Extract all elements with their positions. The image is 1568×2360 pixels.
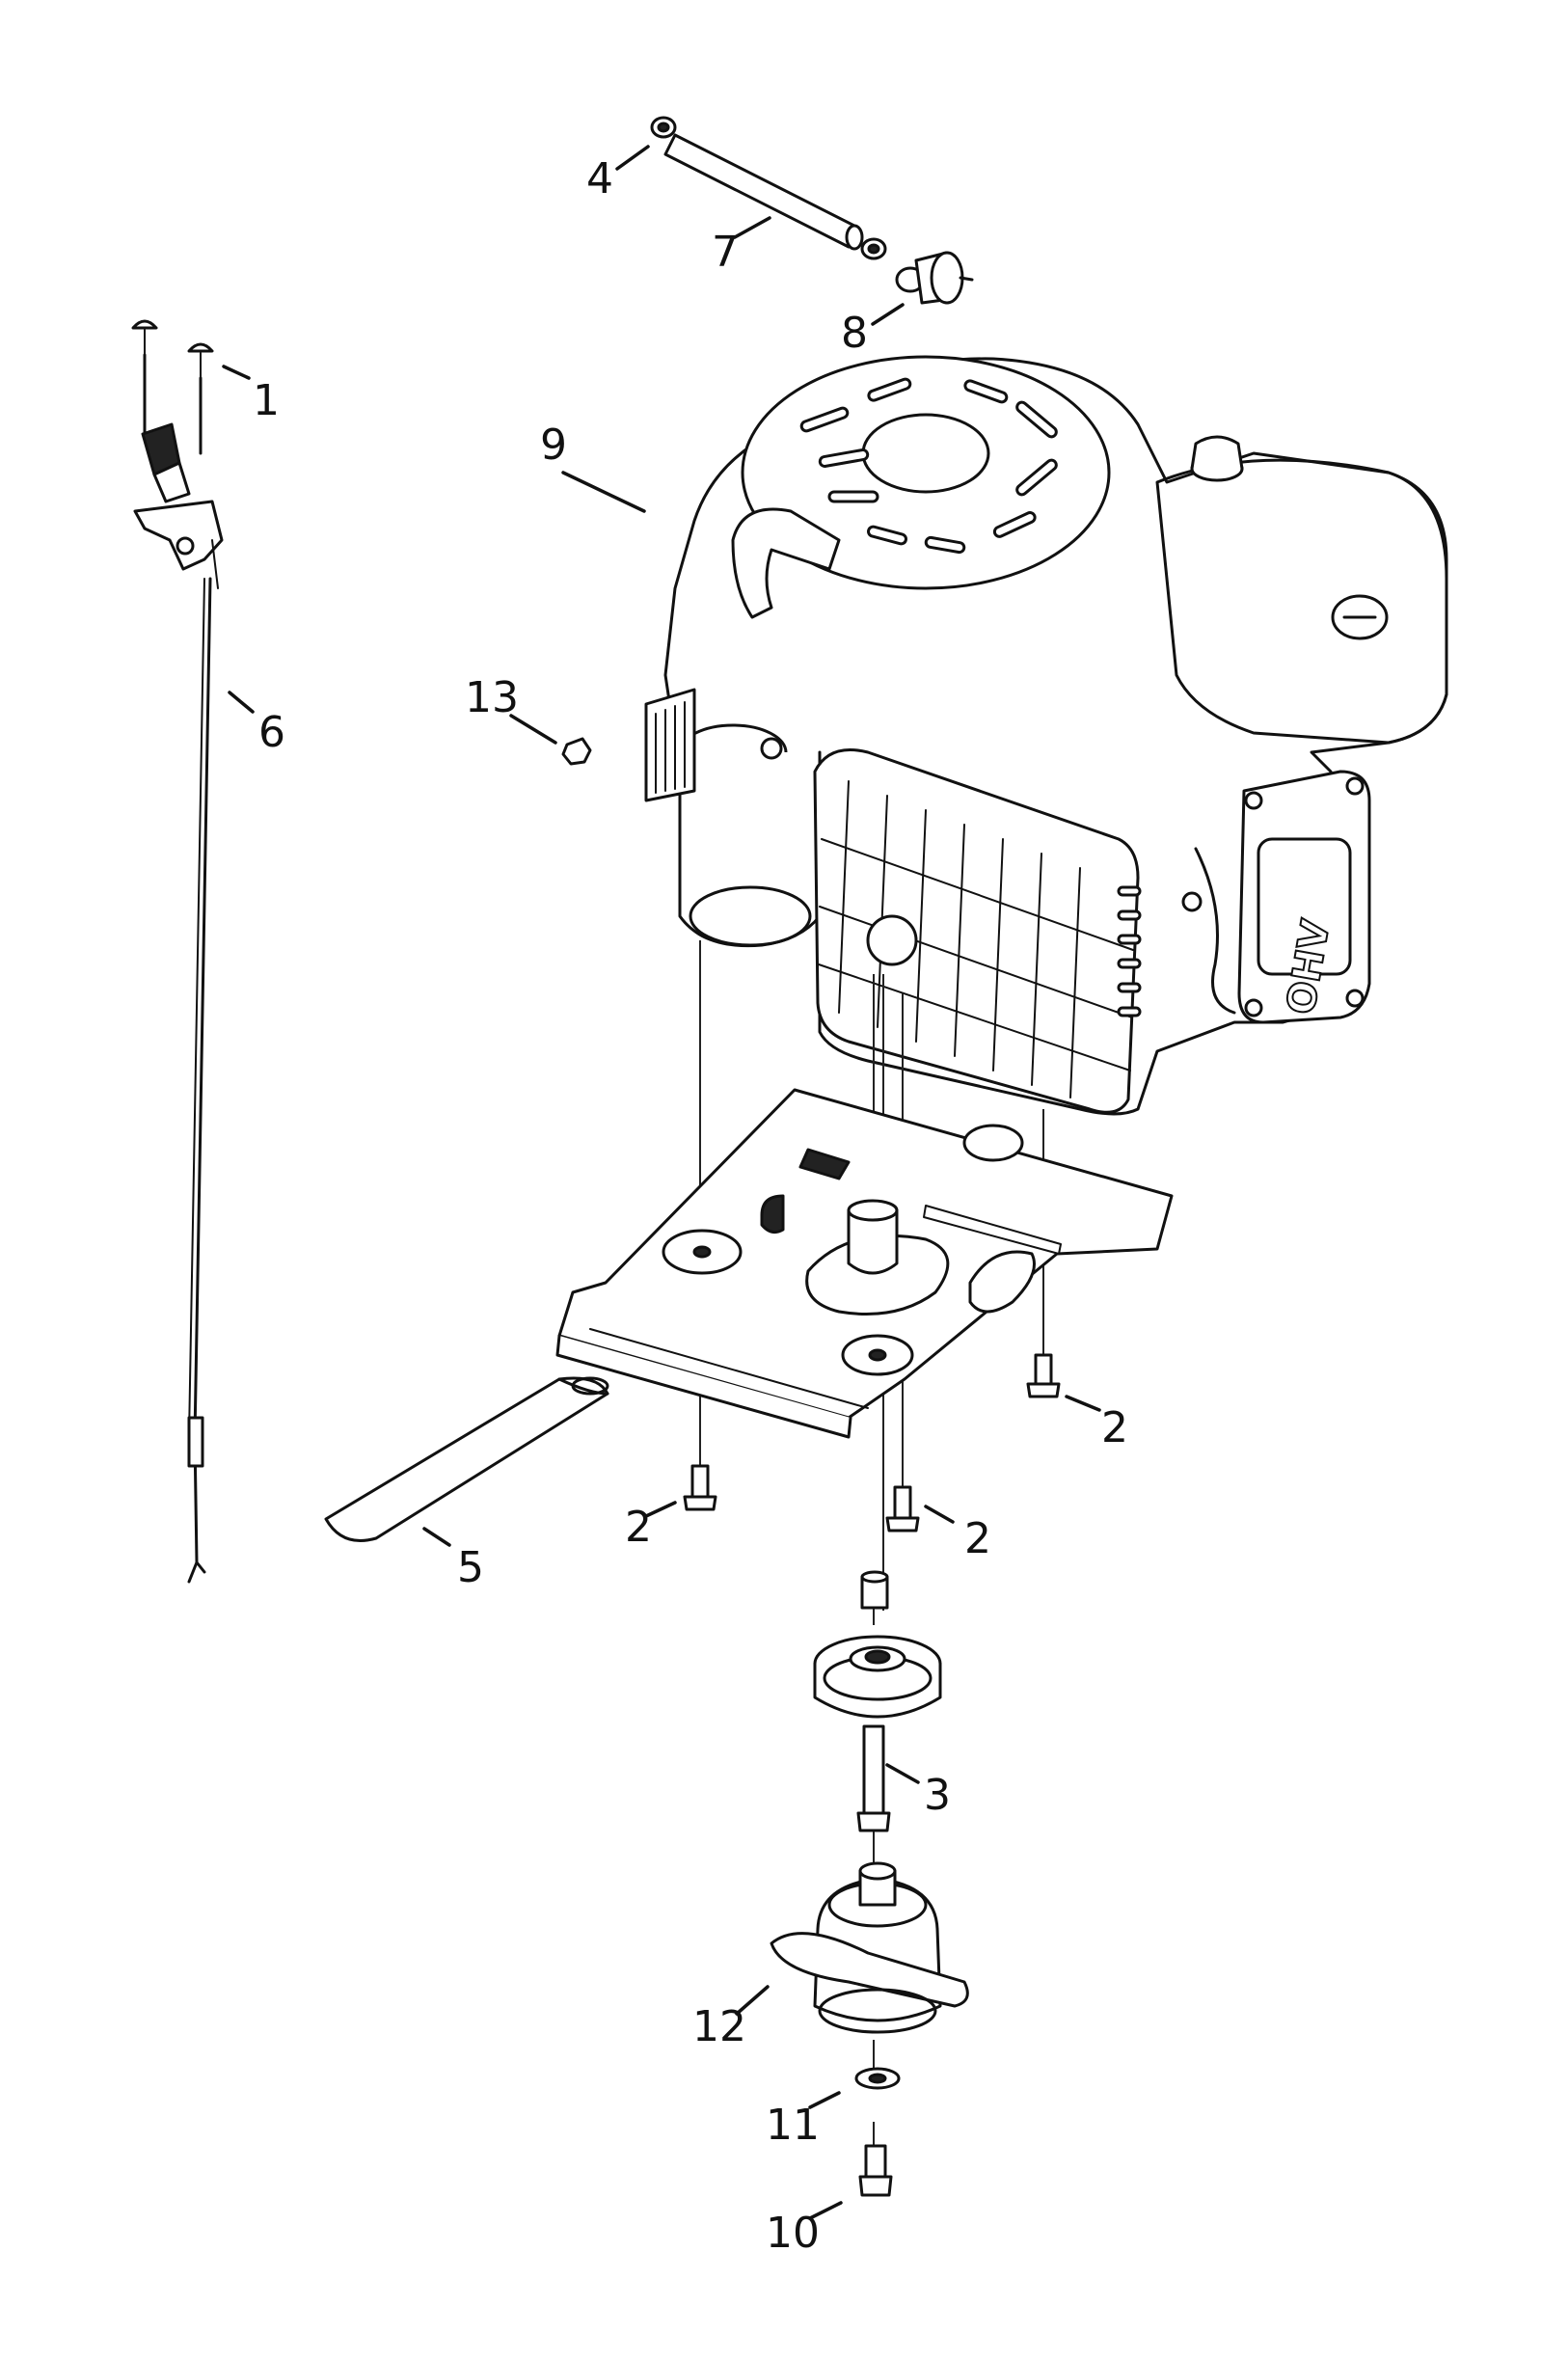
fuel-line-assembly (650, 116, 974, 305)
throttle-control-assembly (131, 319, 224, 1584)
bolt-2-right (1026, 1353, 1061, 1398)
callout-1: 1 (253, 376, 280, 425)
valve-cover: OHV (1237, 770, 1371, 1024)
blade-adapter (770, 1861, 969, 2034)
engine-deck-plate (555, 1088, 1174, 1439)
blade-bolt-3 (856, 1724, 891, 1832)
bolt-10 (858, 2144, 893, 2197)
callout-labels: 1 2 2 2 3 4 5 6 7 8 9 10 11 12 13 (253, 154, 1128, 2258)
callout-2-right: 2 (1101, 1403, 1128, 1452)
callout-5: 5 (457, 1543, 484, 1592)
fuel-line (663, 133, 860, 249)
spacer (860, 1570, 889, 1610)
screw-1b (187, 342, 214, 379)
hose-clamp-4b (860, 237, 887, 260)
fuel-filter (895, 251, 974, 305)
callout-11: 11 (766, 2101, 820, 2150)
callout-2-center: 2 (964, 1514, 991, 1563)
callout-9: 9 (540, 420, 567, 470)
engine: OHV (644, 355, 1448, 1116)
drive-pulley (813, 1635, 942, 1719)
callout-7: 7 (712, 228, 739, 277)
callout-6: 6 (258, 708, 285, 757)
bolt-2-left (683, 1464, 717, 1511)
nut-13 (561, 737, 592, 766)
callout-2-left: 2 (625, 1503, 652, 1552)
discharge-chute (324, 1376, 609, 1542)
screw-1a (131, 319, 158, 356)
callout-3: 3 (924, 1771, 951, 1820)
callout-13: 13 (465, 673, 519, 722)
muffler-guard (813, 748, 1142, 1114)
leader-lines (222, 145, 1101, 2220)
callout-8: 8 (841, 309, 868, 358)
callout-12: 12 (692, 2002, 746, 2051)
bolt-2-center (885, 1485, 920, 1533)
callout-4: 4 (586, 154, 613, 203)
hose-clamp-4a (650, 116, 677, 139)
callout-10: 10 (766, 2209, 820, 2258)
washer-11 (854, 2067, 901, 2090)
